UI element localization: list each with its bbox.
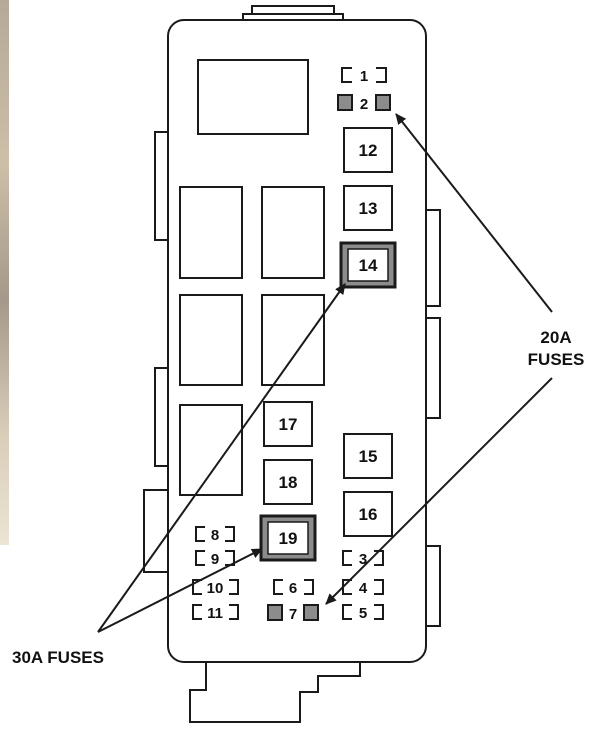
mini-fuse-4-label: 4: [359, 580, 368, 597]
mini-fuses: 1 2 8 9 10 11: [192, 67, 391, 623]
callout-30a: 30A FUSES: [12, 648, 104, 667]
relay-slot: [179, 404, 243, 496]
fuse-12-label: 12: [359, 141, 378, 160]
fuse-14-label: 14: [359, 256, 378, 275]
mini-fuse-1: 1: [341, 67, 387, 85]
mini-fuse-8-label: 8: [211, 527, 219, 544]
arrow-30a-to-fuse-19: [97, 548, 263, 633]
bottom-connector: [189, 662, 361, 723]
large-fuses: 12 13 14 15 16 17 18 19: [259, 127, 397, 562]
mini-fuse-7-highlighted: 7: [267, 604, 319, 623]
callout-20a-line2: FUSES: [528, 350, 585, 369]
relay-slot: [197, 59, 309, 135]
relay-slot: [261, 186, 325, 279]
mini-fuse-5-label: 5: [359, 605, 367, 622]
mini-fuse-6: 6: [273, 579, 314, 597]
mini-fuse-11: 11: [192, 604, 239, 622]
fuse-17: 17: [263, 401, 313, 447]
photo-strip: [0, 0, 9, 545]
mini-fuse-2-highlighted: 2: [337, 94, 391, 113]
relay-slot: [179, 294, 243, 386]
mini-fuse-6-label: 6: [289, 580, 297, 597]
fuse-17-label: 17: [279, 415, 298, 434]
mini-fuse-10: 10: [192, 579, 239, 597]
left-clip: [143, 489, 170, 573]
mini-fuse-7-label: 7: [289, 606, 297, 623]
fuse-12: 12: [343, 127, 393, 173]
arrow-20a-to-fuse-2: [395, 113, 553, 313]
fuse-19-highlighted: 19: [259, 514, 317, 562]
mini-fuse-2-label: 2: [360, 96, 368, 113]
mini-fuse-5: 5: [342, 604, 384, 622]
mini-fuse-10-label: 10: [207, 580, 224, 597]
mini-fuse-1-label: 1: [360, 68, 368, 85]
fuse-13: 13: [343, 185, 393, 231]
left-clip: [154, 131, 170, 241]
arrow-30a-to-fuse-14: [97, 283, 346, 633]
fuse-16: 16: [343, 491, 393, 537]
relay-slots: [179, 59, 325, 496]
fuse-18-label: 18: [279, 473, 298, 492]
mini-fuse-3-label: 3: [359, 551, 367, 568]
mini-fuse-8: 8: [195, 526, 235, 544]
callout-20a-line1: 20A: [540, 328, 571, 347]
fuse-18: 18: [263, 459, 313, 505]
fuse-15-label: 15: [359, 447, 378, 466]
fuse-16-label: 16: [359, 505, 378, 524]
mini-fuse-11-label: 11: [207, 605, 223, 622]
fuse-14-highlighted: 14: [339, 241, 397, 289]
fuse-19-label: 19: [279, 529, 298, 548]
callout-arrows: [97, 113, 553, 633]
left-clip: [154, 367, 170, 467]
arrow-20a-to-fuse-7: [325, 377, 553, 605]
fuse-15: 15: [343, 433, 393, 479]
mini-fuse-9-label: 9: [211, 551, 219, 568]
relay-slot: [261, 294, 325, 386]
relay-slot: [179, 186, 243, 279]
fuse-13-label: 13: [359, 199, 378, 218]
